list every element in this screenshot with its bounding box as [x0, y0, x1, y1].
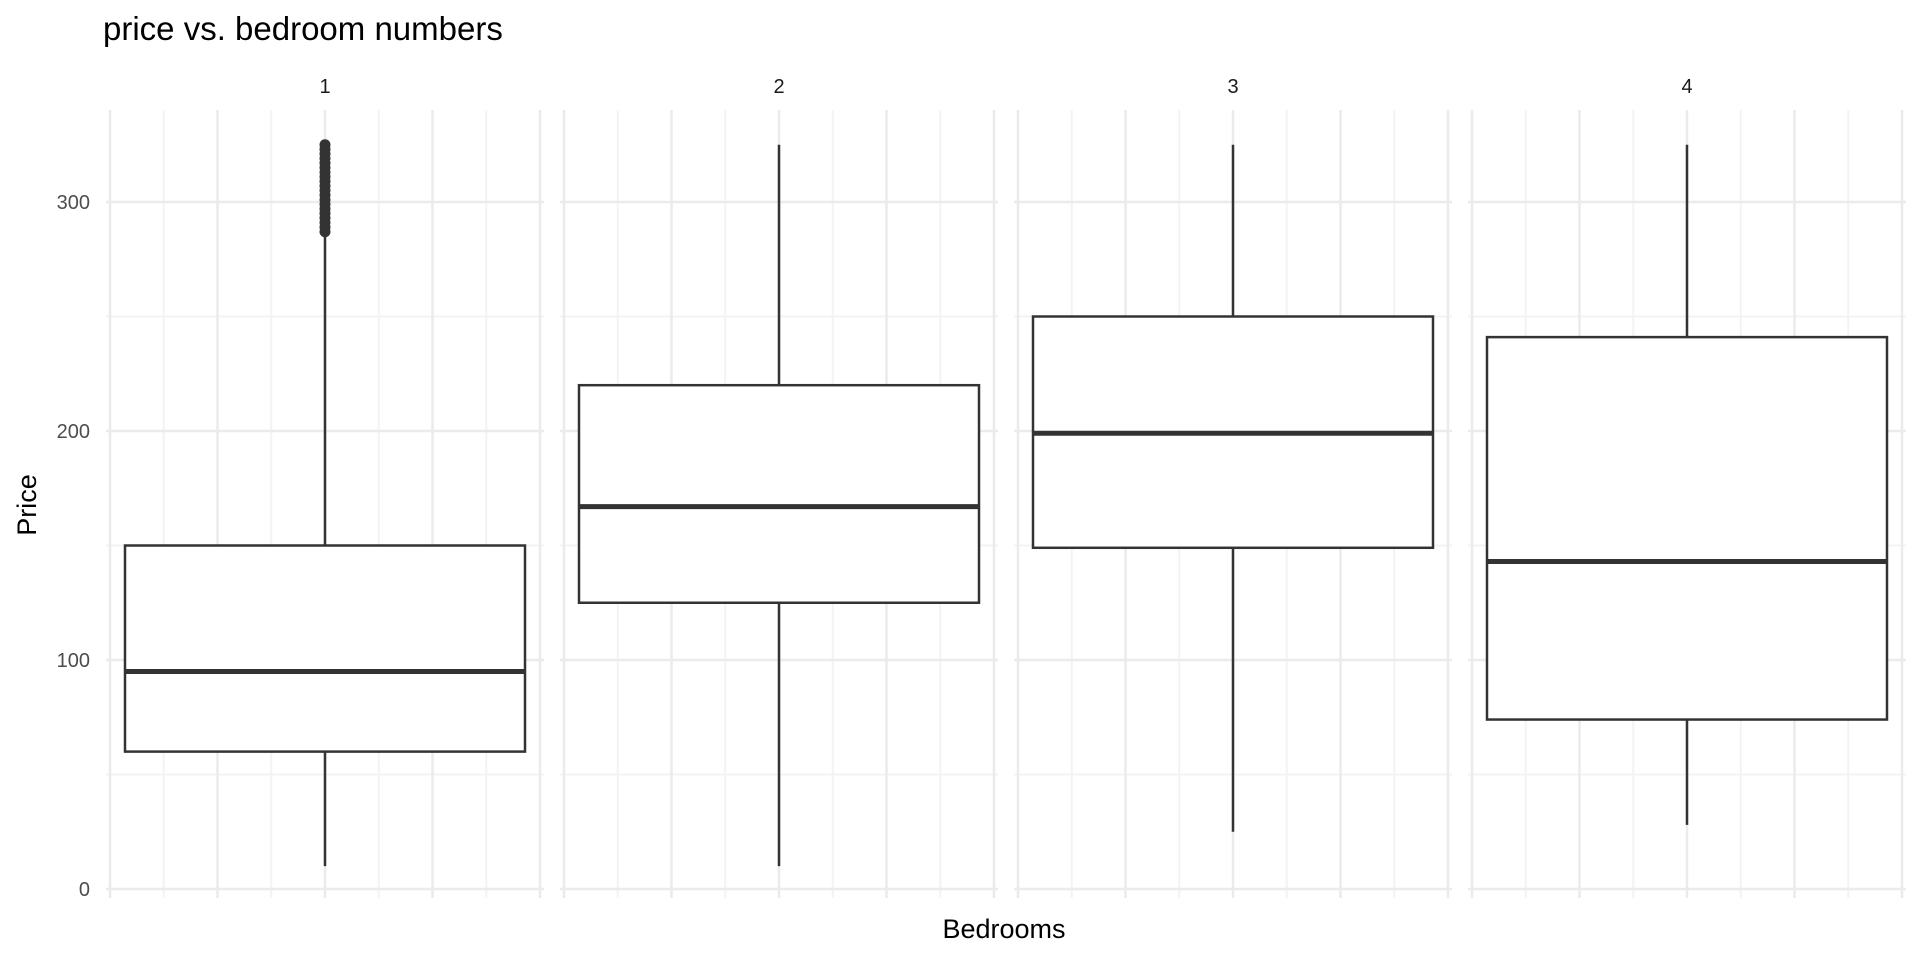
x-axis-title: Bedrooms: [942, 914, 1065, 944]
facet-label: 3: [1227, 76, 1238, 98]
y-axis: 0 100 200 300: [57, 192, 90, 901]
y-tick-label: 100: [57, 650, 90, 672]
facet-panel-1: 1: [106, 76, 544, 898]
chart-title: price vs. bedroom numbers: [103, 10, 503, 47]
y-axis-title: Price: [12, 474, 42, 536]
y-tick-label: 200: [57, 421, 90, 443]
facet-label: 4: [1681, 76, 1692, 98]
facet-panel-2: 2: [560, 76, 998, 898]
iqr-box: [1485, 335, 1889, 721]
y-tick-label: 300: [57, 192, 90, 214]
outlier-point: [319, 139, 331, 151]
y-tick-label: 0: [79, 879, 90, 901]
facet-label: 1: [319, 76, 330, 98]
iqr-box: [123, 544, 527, 753]
facet-panel-4: 4: [1468, 76, 1906, 898]
iqr-box: [577, 383, 981, 605]
facet-panel-3: 3: [1014, 76, 1452, 898]
facet-label: 2: [773, 76, 784, 98]
facet-panels: 1 2 3 4: [106, 76, 1906, 898]
